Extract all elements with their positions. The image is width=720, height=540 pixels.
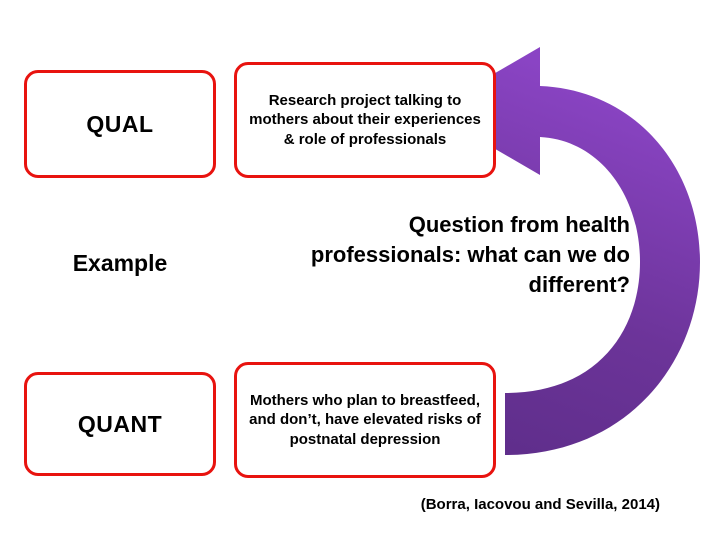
qual-description-box: Research project talking to mothers abou… [234,62,496,178]
qual-box-label: QUAL [86,110,154,137]
citation-text: (Borra, Iacovou and Sevilla, 2014) [420,496,660,513]
quant-box: QUANT [24,372,216,476]
quant-box-label: QUANT [77,410,163,437]
quant-description-text: Mothers who plan to breastfeed, and don’… [249,392,481,448]
question-text: Question from health professionals: what… [310,212,630,297]
quant-description-box: Mothers who plan to breastfeed, and don’… [234,362,496,478]
qual-description-text: Research project talking to mothers abou… [249,92,481,148]
qual-box: QUAL [24,70,216,178]
example-row-label: Example [72,250,168,276]
